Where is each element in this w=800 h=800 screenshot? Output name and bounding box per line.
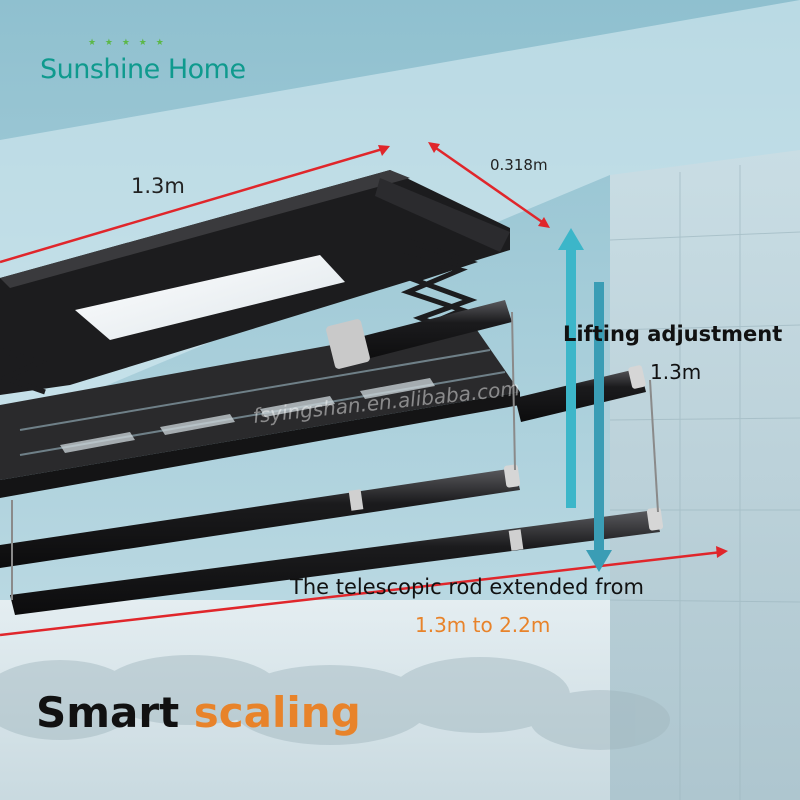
- upper-rod: [326, 300, 512, 369]
- headline: Smart scaling: [36, 688, 361, 737]
- lift-down-arrow: [586, 282, 612, 572]
- telescopic-rod-label: The telescopic rod extended from: [290, 575, 644, 599]
- middle-rod: [515, 365, 646, 422]
- headline-word-scaling: scaling: [193, 688, 361, 737]
- right-wall: [610, 150, 800, 800]
- depth-dimension-line: [428, 142, 550, 228]
- lower-rod-front: [10, 507, 664, 615]
- ceiling-housing: [0, 170, 510, 395]
- rack-tray: [0, 320, 520, 498]
- led-light-panel: [75, 255, 345, 340]
- trees-silhouette: [0, 655, 670, 750]
- depth-dimension-label: 0.318m: [490, 156, 548, 174]
- lifting-adjustment-value: 1.3m: [650, 360, 702, 384]
- lifting-adjustment-label: Lifting adjustment: [563, 322, 783, 346]
- brand-logo-stars: ★ ★ ★ ★ ★: [88, 38, 167, 48]
- lower-rod-back: [0, 464, 521, 568]
- lower-backdrop: [0, 600, 610, 800]
- headline-word-smart: Smart: [36, 688, 180, 737]
- width-dimension-label: 1.3m: [131, 174, 185, 198]
- lift-up-arrow: [558, 228, 584, 508]
- brand-logo: Sunshine Home: [40, 54, 246, 85]
- wall-tiles: [609, 165, 800, 800]
- width-dimension-line: [0, 145, 390, 264]
- hanger-wires: [11, 311, 659, 600]
- telescopic-rod-value: 1.3m to 2.2m: [415, 613, 551, 637]
- scissor-lift-left: [0, 347, 48, 395]
